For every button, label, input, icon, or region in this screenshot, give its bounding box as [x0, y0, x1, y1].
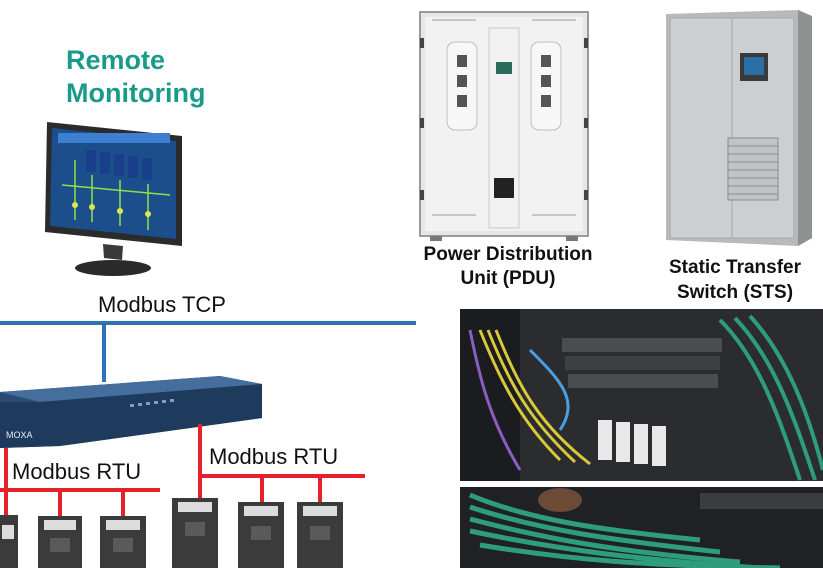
- breaker-icons: [0, 498, 343, 568]
- patch-panel-photo: [460, 487, 823, 568]
- breaker-icon: [297, 502, 343, 568]
- modbus-tcp-label: Modbus TCP: [98, 292, 226, 317]
- breaker-icon: [100, 516, 146, 568]
- pdu-label-line1: Power Distribution: [423, 244, 593, 265]
- sts-cabinet-icon: [666, 10, 812, 246]
- remote-monitoring-title: Remote Monitoring: [66, 44, 205, 110]
- network-rack-photo: [460, 309, 823, 481]
- modbus-rtu-bus-right: [198, 424, 365, 502]
- modbus-rtu-bus-left: [0, 448, 160, 516]
- modbus-rtu-label-right: Modbus RTU: [209, 444, 339, 469]
- breaker-icon: [238, 502, 284, 568]
- monitor-icon: [45, 122, 182, 276]
- breaker-icon: [172, 498, 218, 568]
- modbus-tcp-link: [0, 321, 416, 382]
- gateway-brand-label: MOXA: [6, 430, 33, 440]
- remote-monitoring-title-line1: Remote: [66, 45, 166, 75]
- pdu-cabinet-icon: [419, 11, 589, 241]
- pdu-label-line2: Unit (PDU): [460, 268, 556, 289]
- breaker-icon: [0, 515, 18, 568]
- sts-label: Static Transfer Switch (STS): [640, 255, 823, 305]
- sts-label-line1: Static Transfer: [669, 257, 801, 278]
- modbus-rtu-label-left: Modbus RTU: [12, 459, 142, 484]
- pdu-label: Power Distribution Unit (PDU): [408, 243, 608, 291]
- breaker-icon: [38, 516, 82, 568]
- remote-monitoring-title-line2: Monitoring: [66, 78, 206, 108]
- moxa-gateway-icon: MOXA: [0, 376, 262, 448]
- sts-label-line2: Switch (STS): [676, 282, 794, 303]
